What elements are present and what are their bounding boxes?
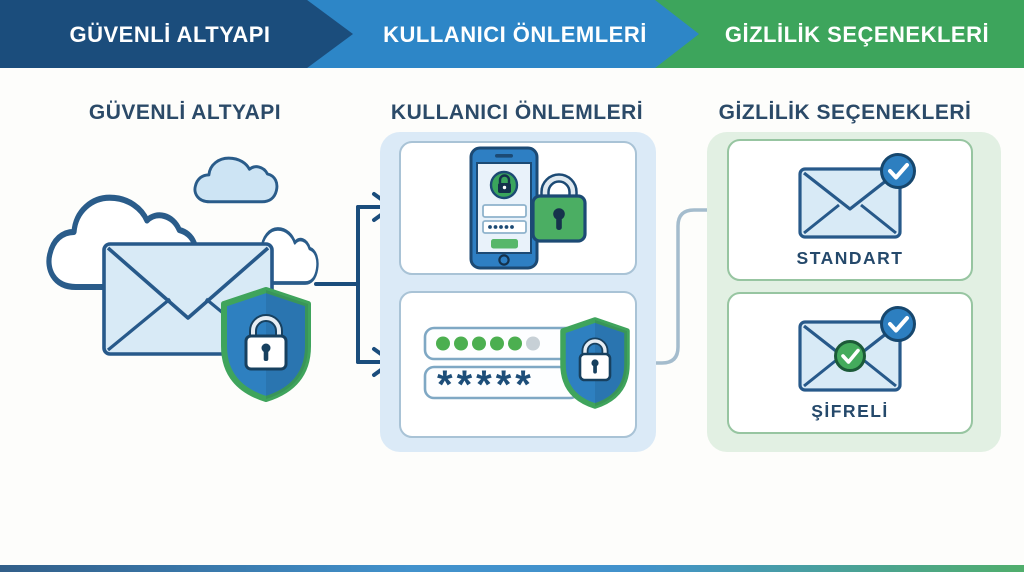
banner-label-user-measures: KULLANICI ÖNLEMLERİ [383,22,647,47]
banner-step-user-measures [300,0,699,68]
check-badge-blue-icon [880,306,916,342]
login-field-icon [482,203,527,218]
connector-line [626,208,750,365]
masked-password-text: ***** [437,363,535,407]
password-dots-icon [488,224,514,229]
banner-label-infrastructure: GÜVENLİ ALTYAPI [69,22,271,47]
envelope-icon [798,167,902,239]
shield-lock-icon [221,287,311,402]
sifreli-envelope-illustration [798,306,916,392]
shield-lock-icon [560,316,630,409]
banner-step-infrastructure [0,0,353,68]
sifreli-label: ŞİFRELİ [811,401,889,421]
lock-circle-icon [489,170,519,199]
smartphone-lock-illustration [469,146,587,269]
process-banner: GÜVENLİ ALTYAPI KULLANICI ÖNLEMLERİ GİZL… [0,0,1024,68]
standart-option-card: STANDART [727,139,973,281]
column-heading-privacy: GİZLİLİK SEÇENEKLERİ [718,101,972,124]
padlock-icon [531,172,587,243]
standart-label: STANDART [796,248,904,268]
smartphone-icon [469,146,539,269]
password-shield-illustration: ***** [423,316,630,409]
column-heading-user-measures: KULLANICI ÖNLEMLERİ [390,101,644,124]
footer-accent-bar [0,565,1024,572]
password-field-icon [482,219,527,234]
standart-envelope-illustration [798,153,916,239]
sifreli-option-card: ŞİFRELİ [727,292,973,434]
check-badge-blue-icon [880,153,916,189]
masked-password-field-icon: ***** [423,363,581,407]
column-heading-infrastructure: GÜVENLİ ALTYAPI [88,101,282,124]
phone-security-card [399,141,637,275]
login-button-icon [491,238,518,248]
password-strength-card: ***** [399,291,637,438]
home-button-icon [498,253,510,266]
banner-label-privacy: GİZLİLİK SEÇENEKLERİ [724,22,990,47]
check-badge-green-icon [834,340,866,372]
strength-field-icon [423,326,581,360]
